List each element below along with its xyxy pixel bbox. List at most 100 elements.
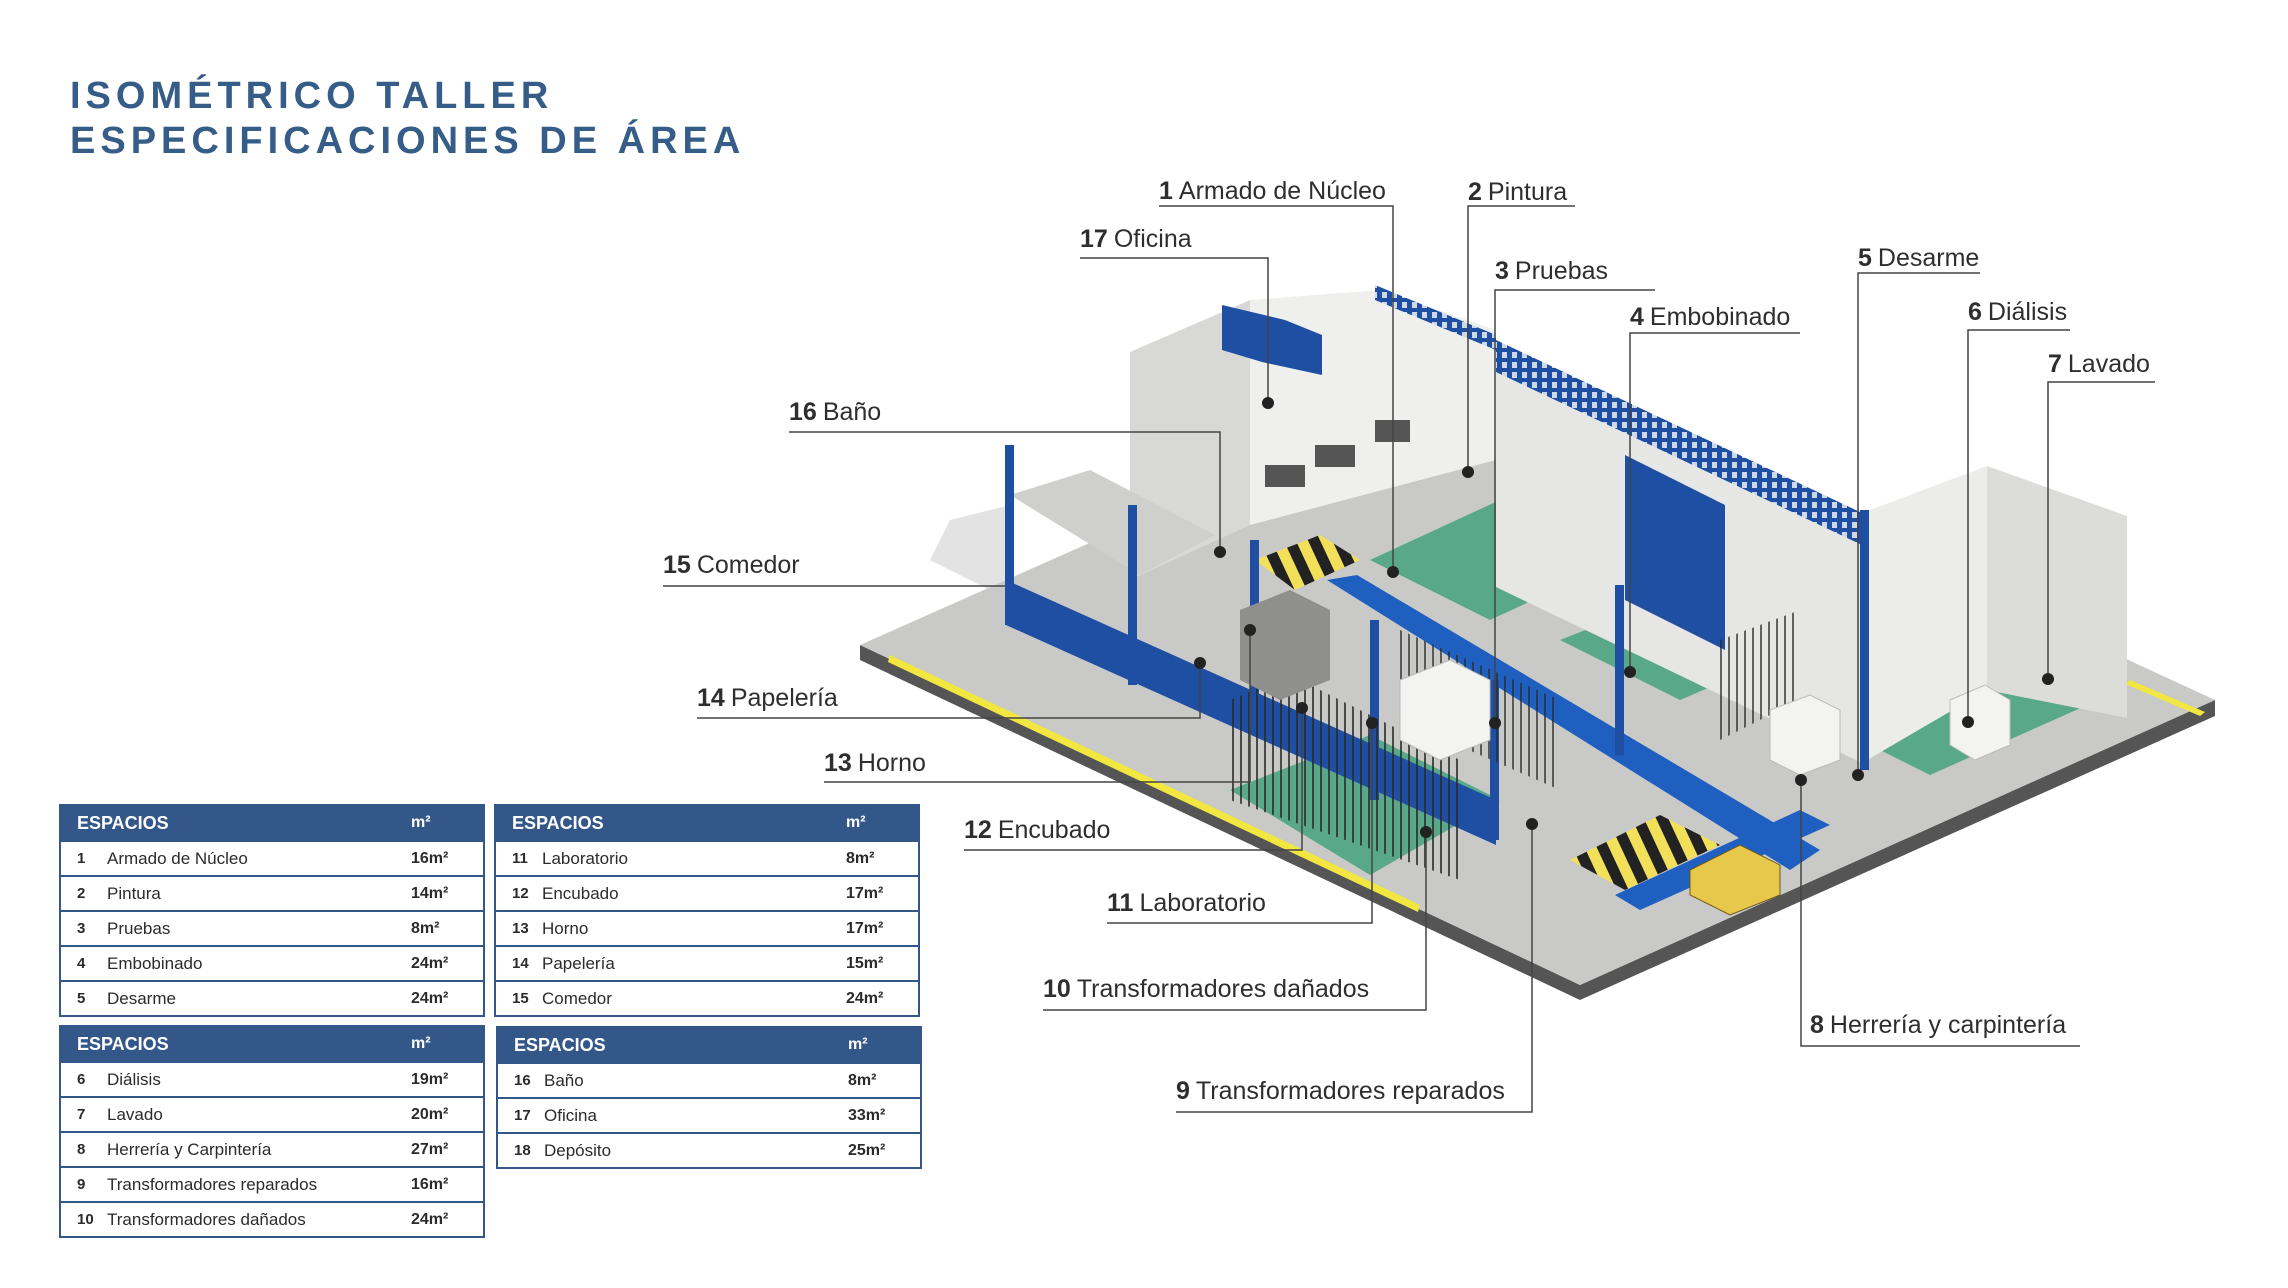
leader-3 xyxy=(1494,289,1655,723)
row-number: 6 xyxy=(77,1071,86,1088)
blue-column xyxy=(1005,445,1014,625)
callout-number: 14 xyxy=(697,684,725,712)
callout-name: Desarme xyxy=(1877,244,1980,272)
callout-name: Horno xyxy=(857,749,926,777)
callout-name: Lavado xyxy=(2067,350,2150,378)
callout-number: 15 xyxy=(663,551,691,579)
forklift xyxy=(1689,844,1781,916)
title-line-1: ISOMÉTRICO TALLER xyxy=(70,75,554,117)
row-name: Baño xyxy=(544,1070,584,1090)
callout-name: Embobinado xyxy=(1649,303,1791,331)
row-number: 1 xyxy=(77,850,86,867)
row-name: Lavado xyxy=(107,1104,163,1124)
leader-2 xyxy=(1467,205,1575,472)
marker-dot xyxy=(1795,774,1807,786)
col-m2: m² xyxy=(411,814,431,831)
col-espacios: ESPACIOS xyxy=(514,1034,606,1055)
row-number: 7 xyxy=(77,1106,86,1123)
row-name: Armado de Núcleo xyxy=(107,848,248,868)
row-area: 8m² xyxy=(848,1071,877,1089)
row-name: Horno xyxy=(542,918,589,938)
callout-name: Comedor xyxy=(696,551,800,579)
callout-number: 3 xyxy=(1495,257,1509,285)
callout-name: Transformadores reparados xyxy=(1195,1077,1505,1105)
hatched-zone xyxy=(1255,535,1360,590)
row-area: 25m² xyxy=(848,1141,886,1159)
row-area: 8m² xyxy=(846,849,875,867)
marker-dot xyxy=(1624,666,1636,678)
col-m2: m² xyxy=(411,1035,431,1052)
col-espacios: ESPACIOS xyxy=(77,1033,169,1054)
row-area: 15m² xyxy=(846,954,884,972)
callout-name: Herrería y carpintería xyxy=(1829,1011,2067,1039)
marker-dot xyxy=(1214,546,1226,558)
blue-column xyxy=(1128,505,1137,685)
equipment xyxy=(1769,694,1841,776)
row-number: 5 xyxy=(77,990,86,1007)
leader-4 xyxy=(1629,332,1800,672)
leader-12 xyxy=(964,708,1303,851)
row-number: 14 xyxy=(512,955,529,972)
row-area: 24m² xyxy=(411,1210,449,1228)
row-number: 4 xyxy=(77,955,86,972)
callout-number: 9 xyxy=(1176,1077,1190,1105)
blue-railing xyxy=(1496,340,1862,545)
blue-column xyxy=(1370,620,1379,800)
leader-8 xyxy=(1800,780,2080,1047)
leader-13 xyxy=(824,630,1251,783)
row-area: 24m² xyxy=(846,989,884,1007)
row-area: 16m² xyxy=(411,1175,449,1193)
row-name: Comedor xyxy=(542,988,612,1008)
row-number: 10 xyxy=(77,1211,94,1228)
blue-tank xyxy=(1222,305,1322,375)
marker-dot xyxy=(1462,466,1474,478)
marker-dot xyxy=(1420,826,1432,838)
row-number: 8 xyxy=(77,1141,86,1158)
row-name: Laboratorio xyxy=(542,848,629,868)
marker-dot xyxy=(1852,769,1864,781)
row-name: Encubado xyxy=(542,883,619,903)
leader-1 xyxy=(1159,205,1394,572)
page-title: ISOMÉTRICO TALLER ESPECIFICACIONES DE ÁR… xyxy=(70,74,745,164)
row-name: Pruebas xyxy=(107,918,171,938)
callout-name: Encubado xyxy=(997,816,1111,844)
row-area: 8m² xyxy=(411,919,440,937)
callout-name: Oficina xyxy=(1113,225,1192,253)
marker-dot xyxy=(1366,717,1378,729)
blue-door xyxy=(1625,455,1725,650)
row-area: 33m² xyxy=(848,1106,886,1124)
title-line-2: ESPECIFICACIONES DE ÁREA xyxy=(70,120,746,162)
leader-7 xyxy=(2047,381,2155,679)
blue-column xyxy=(1860,510,1869,770)
callout-number: 6 xyxy=(1968,298,1982,326)
callout-name: Transformadores dañados xyxy=(1076,975,1370,1003)
equipment xyxy=(1949,684,2011,761)
callout-number: 16 xyxy=(789,398,817,426)
callout-number: 11 xyxy=(1107,889,1134,917)
row-name: Diálisis xyxy=(107,1069,161,1089)
